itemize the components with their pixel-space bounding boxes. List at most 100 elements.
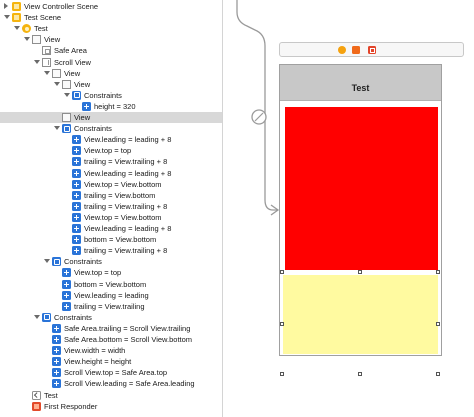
storyboard-canvas[interactable]: Test: [223, 0, 474, 417]
outline-row[interactable]: bottom = View.bottom: [0, 279, 222, 290]
outline-row[interactable]: View: [0, 34, 222, 45]
resize-handle-bottom-left[interactable]: [280, 372, 284, 376]
outline-row-label: View.width = width: [64, 346, 126, 356]
outline-row[interactable]: View: [0, 68, 222, 79]
outline-row[interactable]: View.top = top: [0, 267, 222, 278]
constraint-icon: [72, 146, 81, 156]
constraint-icon: [62, 290, 71, 300]
constraints-group-icon: [62, 124, 71, 134]
disclosure-open-icon[interactable]: [4, 15, 10, 20]
outline-row[interactable]: height = 320: [0, 101, 222, 112]
outline-row[interactable]: View.height = height: [0, 356, 222, 367]
device-frame: Test: [279, 64, 442, 356]
outline-row-label: View.top = top: [84, 146, 132, 156]
disclosure-open-icon[interactable]: [34, 314, 40, 319]
outline-row[interactable]: Constraints: [0, 312, 222, 323]
outline-row-label: View Controller Scene: [24, 2, 99, 11]
outline-row[interactable]: Test: [0, 23, 222, 34]
outline-row[interactable]: View.leading = leading + 8: [0, 134, 222, 145]
outline-row[interactable]: Constraints: [0, 256, 222, 267]
outline-row[interactable]: View: [0, 79, 222, 90]
resize-handle-top-center[interactable]: [358, 270, 362, 274]
outline-row[interactable]: trailing = View.trailing + 8: [0, 156, 222, 167]
outline-row-label: Scroll View.leading = Safe Area.leading: [64, 379, 195, 389]
resize-handle-bottom-right[interactable]: [436, 372, 440, 376]
disclosure-closed-icon[interactable]: [4, 3, 8, 9]
view-icon: [62, 79, 71, 89]
constraints-group-icon: [42, 312, 51, 322]
outline-row-label: View.leading = leading: [74, 290, 149, 300]
outline-row[interactable]: Test: [0, 390, 222, 401]
outline-row-label: height = 320: [94, 101, 136, 111]
red-view[interactable]: [285, 107, 438, 270]
outline-row[interactable]: trailing = View.trailing: [0, 301, 222, 312]
first-responder-icon: [32, 401, 41, 411]
disclosure-open-icon[interactable]: [54, 126, 60, 131]
outline-row[interactable]: Safe Area: [0, 45, 222, 56]
outline-row[interactable]: Scroll View.top = Safe Area.top: [0, 367, 222, 378]
outline-row[interactable]: View.leading = leading: [0, 290, 222, 301]
constraint-icon: [52, 357, 61, 367]
disclosure-open-icon[interactable]: [24, 37, 30, 42]
vcscene-icon: [12, 13, 21, 23]
resize-handle-mid-left[interactable]: [280, 322, 284, 326]
resize-handle-bottom-center[interactable]: [358, 372, 362, 376]
disclosure-open-icon[interactable]: [54, 81, 60, 86]
scene-dock[interactable]: [279, 42, 464, 57]
outline-row[interactable]: Safe Area.trailing = Scroll View.trailin…: [0, 323, 222, 334]
disclosure-open-icon[interactable]: [14, 26, 20, 31]
outline-row[interactable]: trailing = View.trailing + 8: [0, 201, 222, 212]
disclosure-open-icon[interactable]: [34, 59, 40, 64]
resize-handle-top-right[interactable]: [436, 270, 440, 274]
constraint-icon: [72, 212, 81, 222]
constraint-icon: [72, 179, 81, 189]
outline-row-label: View: [74, 79, 91, 89]
constraints-group-icon: [72, 90, 81, 100]
segue-connector[interactable]: [223, 0, 283, 417]
constraint-icon: [72, 157, 81, 167]
outline-row[interactable]: View.leading = leading + 8: [0, 168, 222, 179]
constraint-icon: [62, 268, 71, 278]
disclosure-open-icon[interactable]: [44, 259, 50, 264]
outline-row[interactable]: View.top = top: [0, 145, 222, 156]
outline-row[interactable]: bottom = View.bottom: [0, 234, 222, 245]
outline-row[interactable]: View.leading = leading + 8: [0, 223, 222, 234]
outline-row-label: Constraints: [64, 257, 102, 267]
resize-handle-top-left[interactable]: [280, 270, 284, 274]
outline-row[interactable]: First Responder: [0, 401, 222, 412]
outline-row-label: trailing = View.trailing + 8: [84, 201, 168, 211]
outline-row[interactable]: Test Scene: [0, 12, 222, 23]
outline-row[interactable]: Constraints: [0, 90, 222, 101]
safe-area-icon: [42, 46, 51, 56]
outline-row[interactable]: trailing = View.trailing + 8: [0, 245, 222, 256]
yellow-view-selected[interactable]: [283, 275, 438, 354]
outline-row-label: Constraints: [84, 90, 122, 100]
outline-row[interactable]: View Controller Scene: [0, 1, 222, 12]
outline-row-label: View.leading = leading + 8: [84, 168, 172, 178]
scroll-view-icon: [42, 57, 51, 67]
navigation-bar[interactable]: Test: [280, 65, 441, 101]
first-responder-icon[interactable]: [352, 46, 360, 54]
disclosure-open-icon[interactable]: [64, 92, 70, 97]
outline-row[interactable]: View.top = View.bottom: [0, 179, 222, 190]
outline-row[interactable]: View: [0, 112, 222, 123]
outline-row[interactable]: View.width = width: [0, 345, 222, 356]
outline-row-label: View.top = top: [74, 268, 122, 278]
outline-row-label: View.leading = leading + 8: [84, 135, 172, 145]
outline-row[interactable]: trailing = View.bottom: [0, 190, 222, 201]
vcscene-icon: [12, 2, 21, 11]
outline-row[interactable]: Safe Area.bottom = Scroll View.bottom: [0, 334, 222, 345]
outline-row[interactable]: Constraints: [0, 123, 222, 134]
outline-row-label: View.leading = leading + 8: [84, 224, 172, 233]
view-icon: [52, 68, 61, 78]
resize-handle-mid-right[interactable]: [436, 322, 440, 326]
view-controller-icon[interactable]: [338, 46, 346, 54]
outline-row[interactable]: Scroll View.leading = Safe Area.leading: [0, 378, 222, 389]
constraint-icon: [52, 335, 61, 344]
exit-icon[interactable]: [368, 46, 376, 54]
outline-row[interactable]: Scroll View: [0, 57, 222, 68]
disclosure-open-icon[interactable]: [44, 70, 50, 75]
outline-row[interactable]: View.top = View.bottom: [0, 212, 222, 223]
outline-row-label: First Responder: [44, 401, 98, 411]
